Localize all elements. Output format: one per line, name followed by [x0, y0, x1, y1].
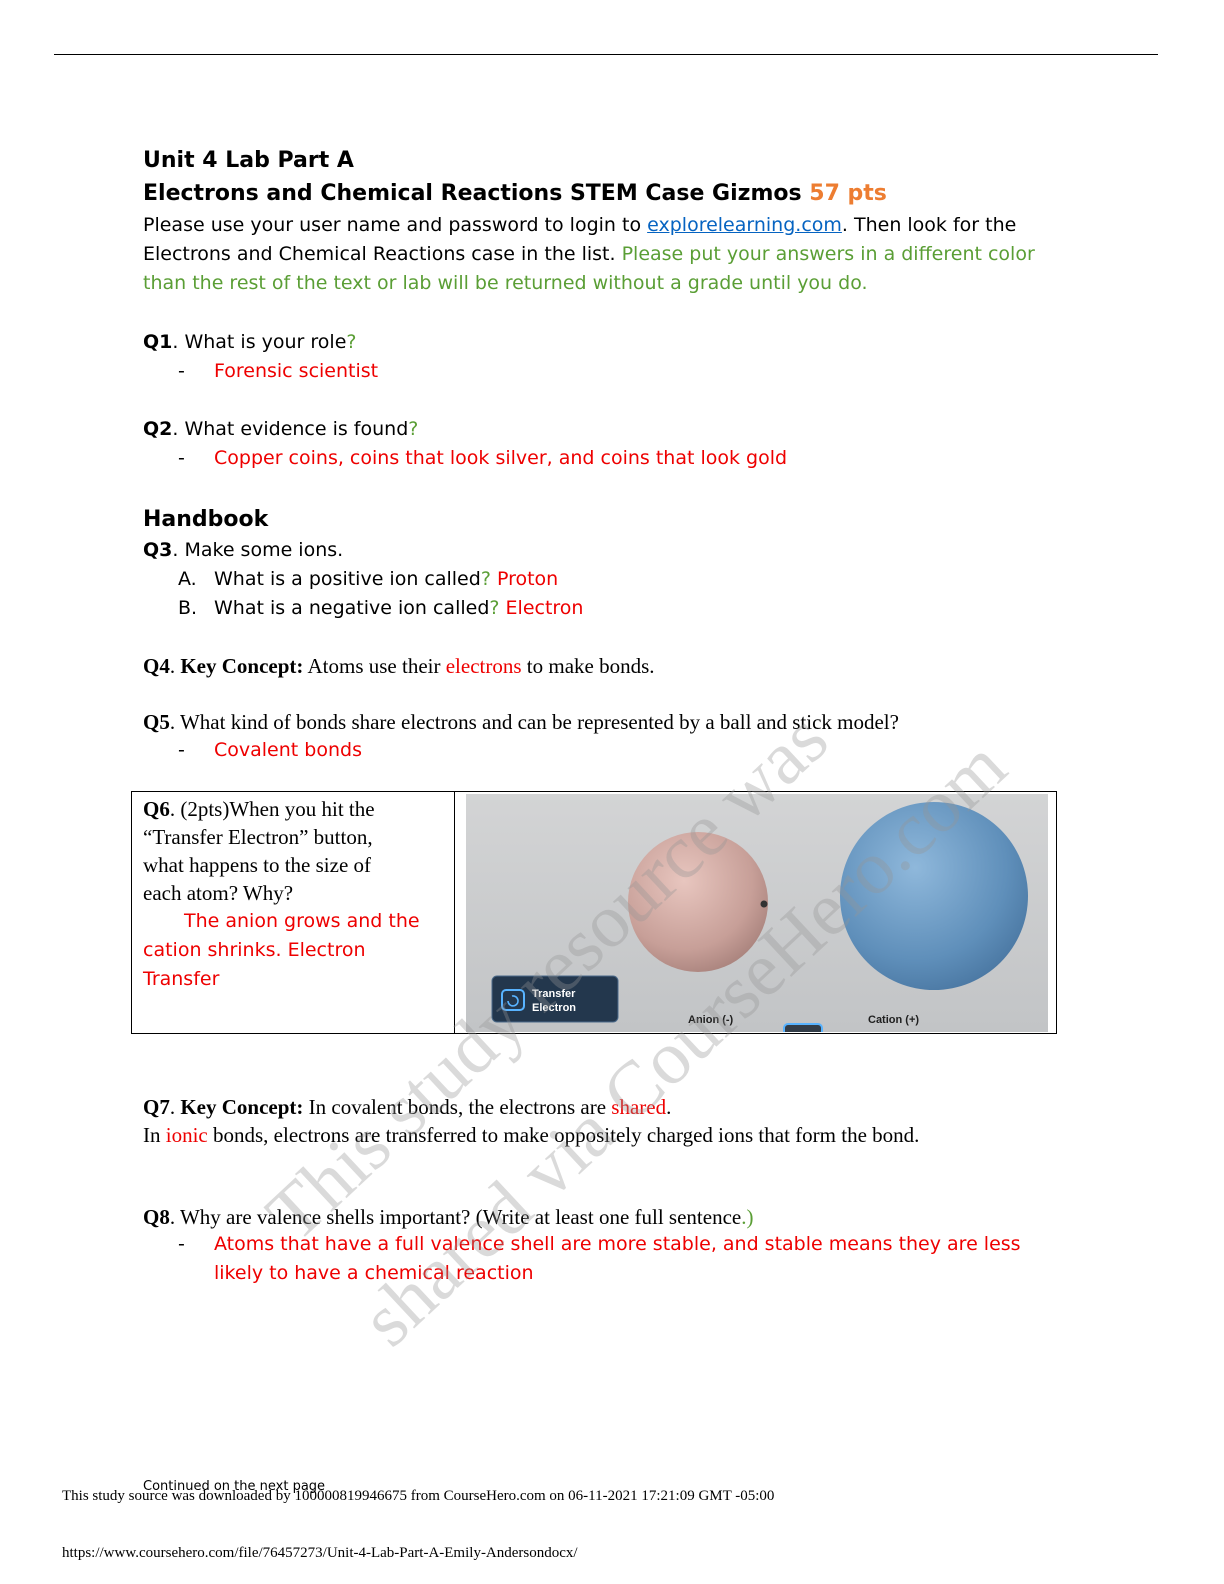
- q2-bullet: -: [178, 447, 185, 469]
- q4-text: Atoms use their: [303, 654, 446, 678]
- q8-answer: likely to have a chemical reaction: [214, 1262, 534, 1284]
- page-title: Unit 4 Lab Part A: [143, 148, 354, 173]
- q4-question: Q4. Key Concept: Atoms use their electro…: [143, 652, 655, 680]
- q2-question: Q2. What evidence is found?: [143, 415, 418, 444]
- q6-text: what happens to the size of: [143, 853, 372, 877]
- intro-text: Electrons and Chemical Reactions case in…: [143, 243, 622, 265]
- table-divider: [454, 792, 455, 1033]
- q3-a-mark: ?: [480, 568, 491, 590]
- q1-text: . What is your role: [172, 331, 347, 353]
- q4-key-concept: Key Concept:: [180, 654, 304, 678]
- q7-line2: In ionic bonds, electrons are transferre…: [143, 1121, 919, 1149]
- q4-label: Q4: [143, 654, 170, 678]
- q7-label: Q7: [143, 1095, 170, 1119]
- q6-table: Q6. (2pts)When you hit the “Transfer Ele…: [131, 791, 1057, 1034]
- q3-b-text: What is a negative ion called: [214, 597, 490, 619]
- q5-label: Q5: [143, 710, 170, 734]
- q3-a-letter: A.: [178, 568, 197, 590]
- refresh-icon: [501, 989, 525, 1011]
- handbook-heading: Handbook: [143, 507, 269, 532]
- q6-answer: Transfer: [143, 968, 220, 990]
- download-notice: This study source was downloaded by 1000…: [62, 1488, 775, 1504]
- q7-text: In covalent bonds, the electrons are: [303, 1095, 612, 1119]
- q6-text: “Transfer Electron” button,: [143, 825, 373, 849]
- q8-mark: .): [741, 1205, 754, 1229]
- q7-text: In: [143, 1123, 166, 1147]
- q7-question: Q7. Key Concept: In covalent bonds, the …: [143, 1093, 671, 1121]
- intro-paragraph: Please use your user name and password t…: [143, 211, 1063, 298]
- q8-answer: Atoms that have a full valence shell are…: [214, 1233, 1021, 1255]
- q3-b-mark: ?: [489, 597, 500, 619]
- q7-text: .: [666, 1095, 672, 1119]
- q3-a-text: What is a positive ion called: [214, 568, 481, 590]
- q7-answer-ionic: ionic: [165, 1123, 208, 1147]
- intro-text: Please use your user name and password t…: [143, 214, 648, 236]
- explorelearning-link[interactable]: explorelearning.com: [647, 214, 842, 236]
- q3-a-answer: Proton: [496, 568, 559, 590]
- q1-bullet: -: [178, 360, 185, 382]
- q2-mark: ?: [408, 418, 419, 440]
- q6-text: . (2pts)When you hit the: [169, 797, 375, 821]
- transfer-electron-button[interactable]: [491, 975, 619, 1023]
- q6-cell: Q6. (2pts)When you hit the “Transfer Ele…: [143, 795, 443, 994]
- q3-a-item: What is a positive ion called? Proton: [214, 565, 558, 594]
- q3-b-letter: B.: [178, 597, 198, 619]
- q8-text: . Why are valence shells important? (Wri…: [169, 1205, 742, 1229]
- atoms-illustration: Transfer Electron Anion (-) Cation (+): [491, 802, 1028, 1032]
- q6-question: Q6. (2pts)When you hit the: [143, 795, 443, 823]
- q4-sep: .: [169, 654, 181, 678]
- q6-answer: cation shrinks. Electron: [143, 939, 366, 961]
- q1-answer: Forensic scientist: [214, 360, 379, 382]
- q7-sep: .: [169, 1095, 181, 1119]
- page-subtitle: Electrons and Chemical Reactions STEM Ca…: [143, 177, 887, 210]
- points-label: 57 pts: [809, 181, 887, 206]
- q4-text: to make bonds.: [521, 654, 655, 678]
- anion-sphere: [628, 832, 768, 972]
- q3-label: Q3: [143, 539, 173, 561]
- cation-label: Cation (+): [868, 1014, 919, 1026]
- top-rule: [54, 54, 1158, 55]
- q1-mark: ?: [346, 331, 357, 353]
- partial-control: [783, 1023, 823, 1032]
- q2-answer: Copper coins, coins that look silver, an…: [214, 447, 788, 469]
- q5-answer: Covalent bonds: [214, 739, 362, 761]
- q6-text: each atom? Why?: [143, 881, 294, 905]
- anion-label: Anion (-): [688, 1014, 734, 1026]
- q7-text: bonds, electrons are transferred to make…: [207, 1123, 920, 1147]
- q7-key-concept: Key Concept:: [180, 1095, 304, 1119]
- q3-b-item: What is a negative ion called? Electron: [214, 594, 583, 623]
- q2-text: . What evidence is found: [172, 418, 409, 440]
- q3-b-answer: Electron: [505, 597, 584, 619]
- q5-bullet: -: [178, 739, 185, 761]
- source-url[interactable]: https://www.coursehero.com/file/76457273…: [62, 1545, 578, 1561]
- subtitle-text: Electrons and Chemical Reactions STEM Ca…: [143, 181, 802, 206]
- q7-answer-shared: shared: [611, 1095, 667, 1119]
- q3-question: Q3. Make some ions.: [143, 536, 343, 565]
- button-label-line2: Electron: [532, 1002, 576, 1014]
- q6-answer: The anion grows and the: [184, 910, 420, 932]
- q3-text: . Make some ions.: [172, 539, 344, 561]
- q1-label: Q1: [143, 331, 173, 353]
- button-label-line1: Transfer: [532, 988, 576, 1000]
- q8-bullet: -: [178, 1233, 185, 1255]
- cation-sphere: [840, 802, 1028, 990]
- electron-dot: [760, 900, 768, 908]
- q8-label: Q8: [143, 1205, 170, 1229]
- continued-note: Continued on the next page: [143, 1479, 326, 1494]
- gizmo-screenshot: Transfer Electron Anion (-) Cation (+): [466, 794, 1048, 1032]
- q8-question: Q8. Why are valence shells important? (W…: [143, 1203, 753, 1231]
- q5-text: . What kind of bonds share electrons and…: [169, 710, 899, 734]
- q1-question: Q1. What is your role?: [143, 328, 356, 357]
- q5-question: Q5. What kind of bonds share electrons a…: [143, 708, 899, 736]
- color-instruction: than the rest of the text or lab will be…: [143, 272, 868, 294]
- q4-answer: electrons: [445, 654, 522, 678]
- intro-text: . Then look for the: [841, 214, 1017, 236]
- q6-label: Q6: [143, 797, 170, 821]
- q2-label: Q2: [143, 418, 173, 440]
- color-instruction: Please put your answers in a different c…: [621, 243, 1035, 265]
